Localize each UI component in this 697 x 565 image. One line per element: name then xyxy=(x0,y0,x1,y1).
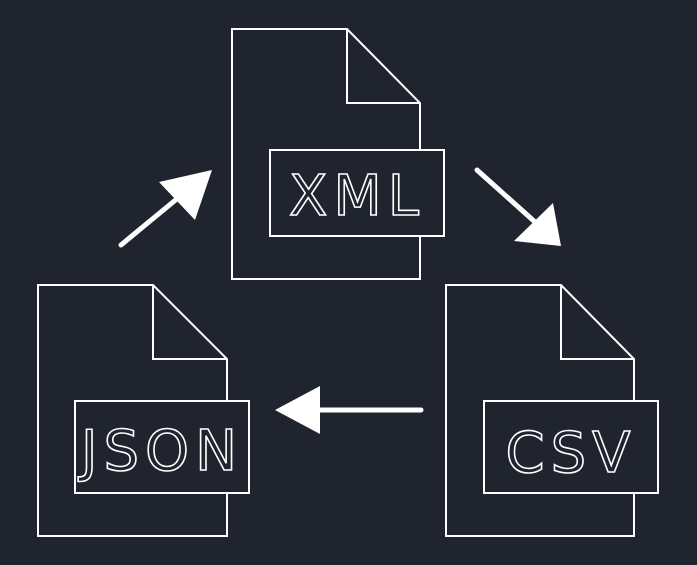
json-file-fold xyxy=(152,285,227,360)
arrow-csv-to-json-icon xyxy=(275,386,424,434)
json-label: JSON xyxy=(78,419,243,484)
csv-label: CSV xyxy=(506,421,637,486)
xml-label-box xyxy=(269,149,445,237)
json-file-icon: JSON xyxy=(37,284,250,537)
arrow-json-to-xml-icon xyxy=(118,170,212,248)
json-label-box xyxy=(74,400,250,494)
csv-file-icon: CSV xyxy=(445,284,659,537)
csv-label-box xyxy=(483,400,659,494)
xml-label: XML xyxy=(289,164,425,229)
arrow-xml-to-csv-icon xyxy=(474,167,561,246)
xml-file-icon: XML xyxy=(231,28,445,280)
xml-file-fold xyxy=(346,29,420,104)
csv-file-fold xyxy=(560,285,634,360)
